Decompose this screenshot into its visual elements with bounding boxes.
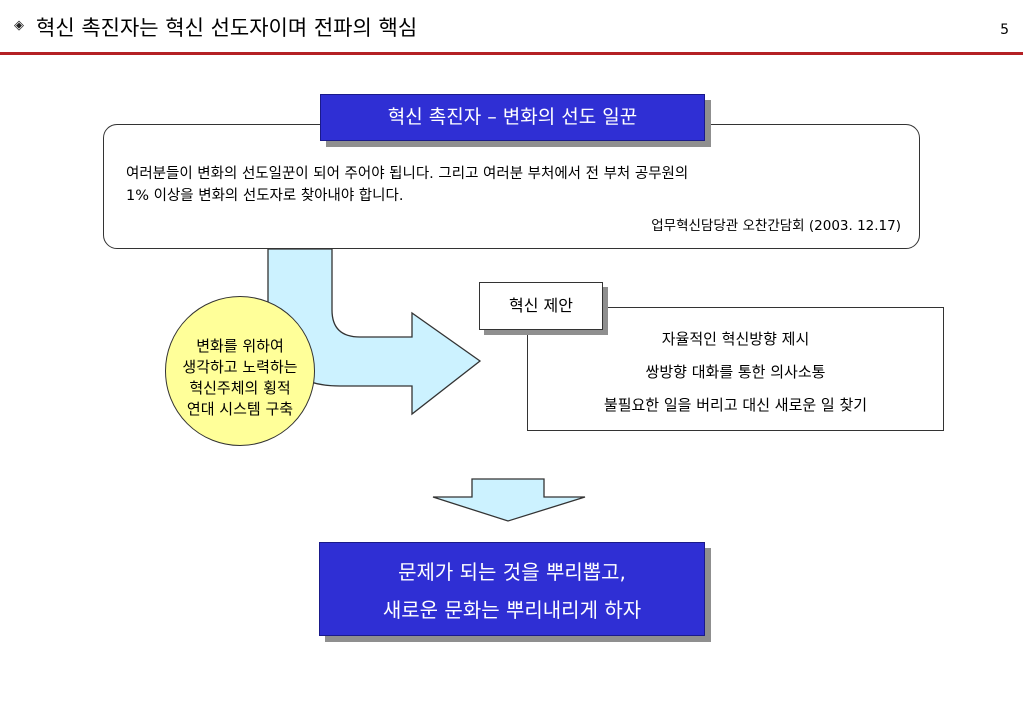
proposal-item: 자율적인 혁신방향 제시 (661, 330, 810, 348)
circle-line: 변화를 위하여 (196, 337, 284, 355)
quote-source: 업무혁신담당관 오찬간담회 (2003. 12.17) (651, 218, 901, 234)
circle-line: 생각하고 노력하는 (182, 358, 298, 376)
quote-box: 여러분들이 변화의 선도일꾼이 되어 주어야 됩니다. 그리고 여러분 부처에서… (103, 124, 920, 249)
down-arrow-shape (432, 478, 586, 522)
circle-line: 연대 시스템 구축 (186, 400, 294, 418)
proposal-item: 쌍방향 대화를 통한 의사소통 (645, 363, 826, 381)
circle-line: 혁신주체의 횡적 (189, 379, 291, 397)
diamond-bullet-icon: ◈ (14, 18, 24, 33)
page-number: 5 (1000, 22, 1009, 38)
top-banner: 혁신 촉진자 – 변화의 선도 일꾼 (320, 94, 705, 141)
quote-text: 여러분들이 변화의 선도일꾼이 되어 주어야 됩니다. 그리고 여러분 부처에서… (126, 163, 901, 207)
title-row: ◈ 혁신 촉진자는 혁신 선도자이며 전파의 핵심 (14, 12, 1014, 44)
top-banner-label: 혁신 촉진자 – 변화의 선도 일꾼 (387, 106, 638, 128)
down-arrow (432, 478, 586, 522)
conclusion-line: 새로운 문화는 뿌리내리게 하자 (382, 598, 642, 622)
proposal-item: 불필요한 일을 버리고 대신 새로운 일 찾기 (603, 396, 868, 414)
quote-line: 여러분들이 변화의 선도일꾼이 되어 주어야 됩니다. 그리고 여러분 부처에서… (126, 166, 689, 182)
title-divider (0, 52, 1023, 55)
conclusion-box: 문제가 되는 것을 뿌리뽑고, 새로운 문화는 뿌리내리게 하자 (319, 542, 705, 636)
quote-line: 1% 이상을 변화의 선도자로 찾아내야 합니다. (126, 188, 404, 204)
page-title: 혁신 촉진자는 혁신 선도자이며 전파의 핵심 (36, 16, 418, 40)
proposal-label-text: 혁신 제안 (509, 296, 573, 315)
conclusion-line: 문제가 되는 것을 뿌리뽑고, (398, 560, 626, 584)
proposal-label: 혁신 제안 (479, 282, 603, 330)
horizontal-network-circle: 변화를 위하여 생각하고 노력하는 혁신주체의 횡적 연대 시스템 구축 (165, 296, 315, 446)
